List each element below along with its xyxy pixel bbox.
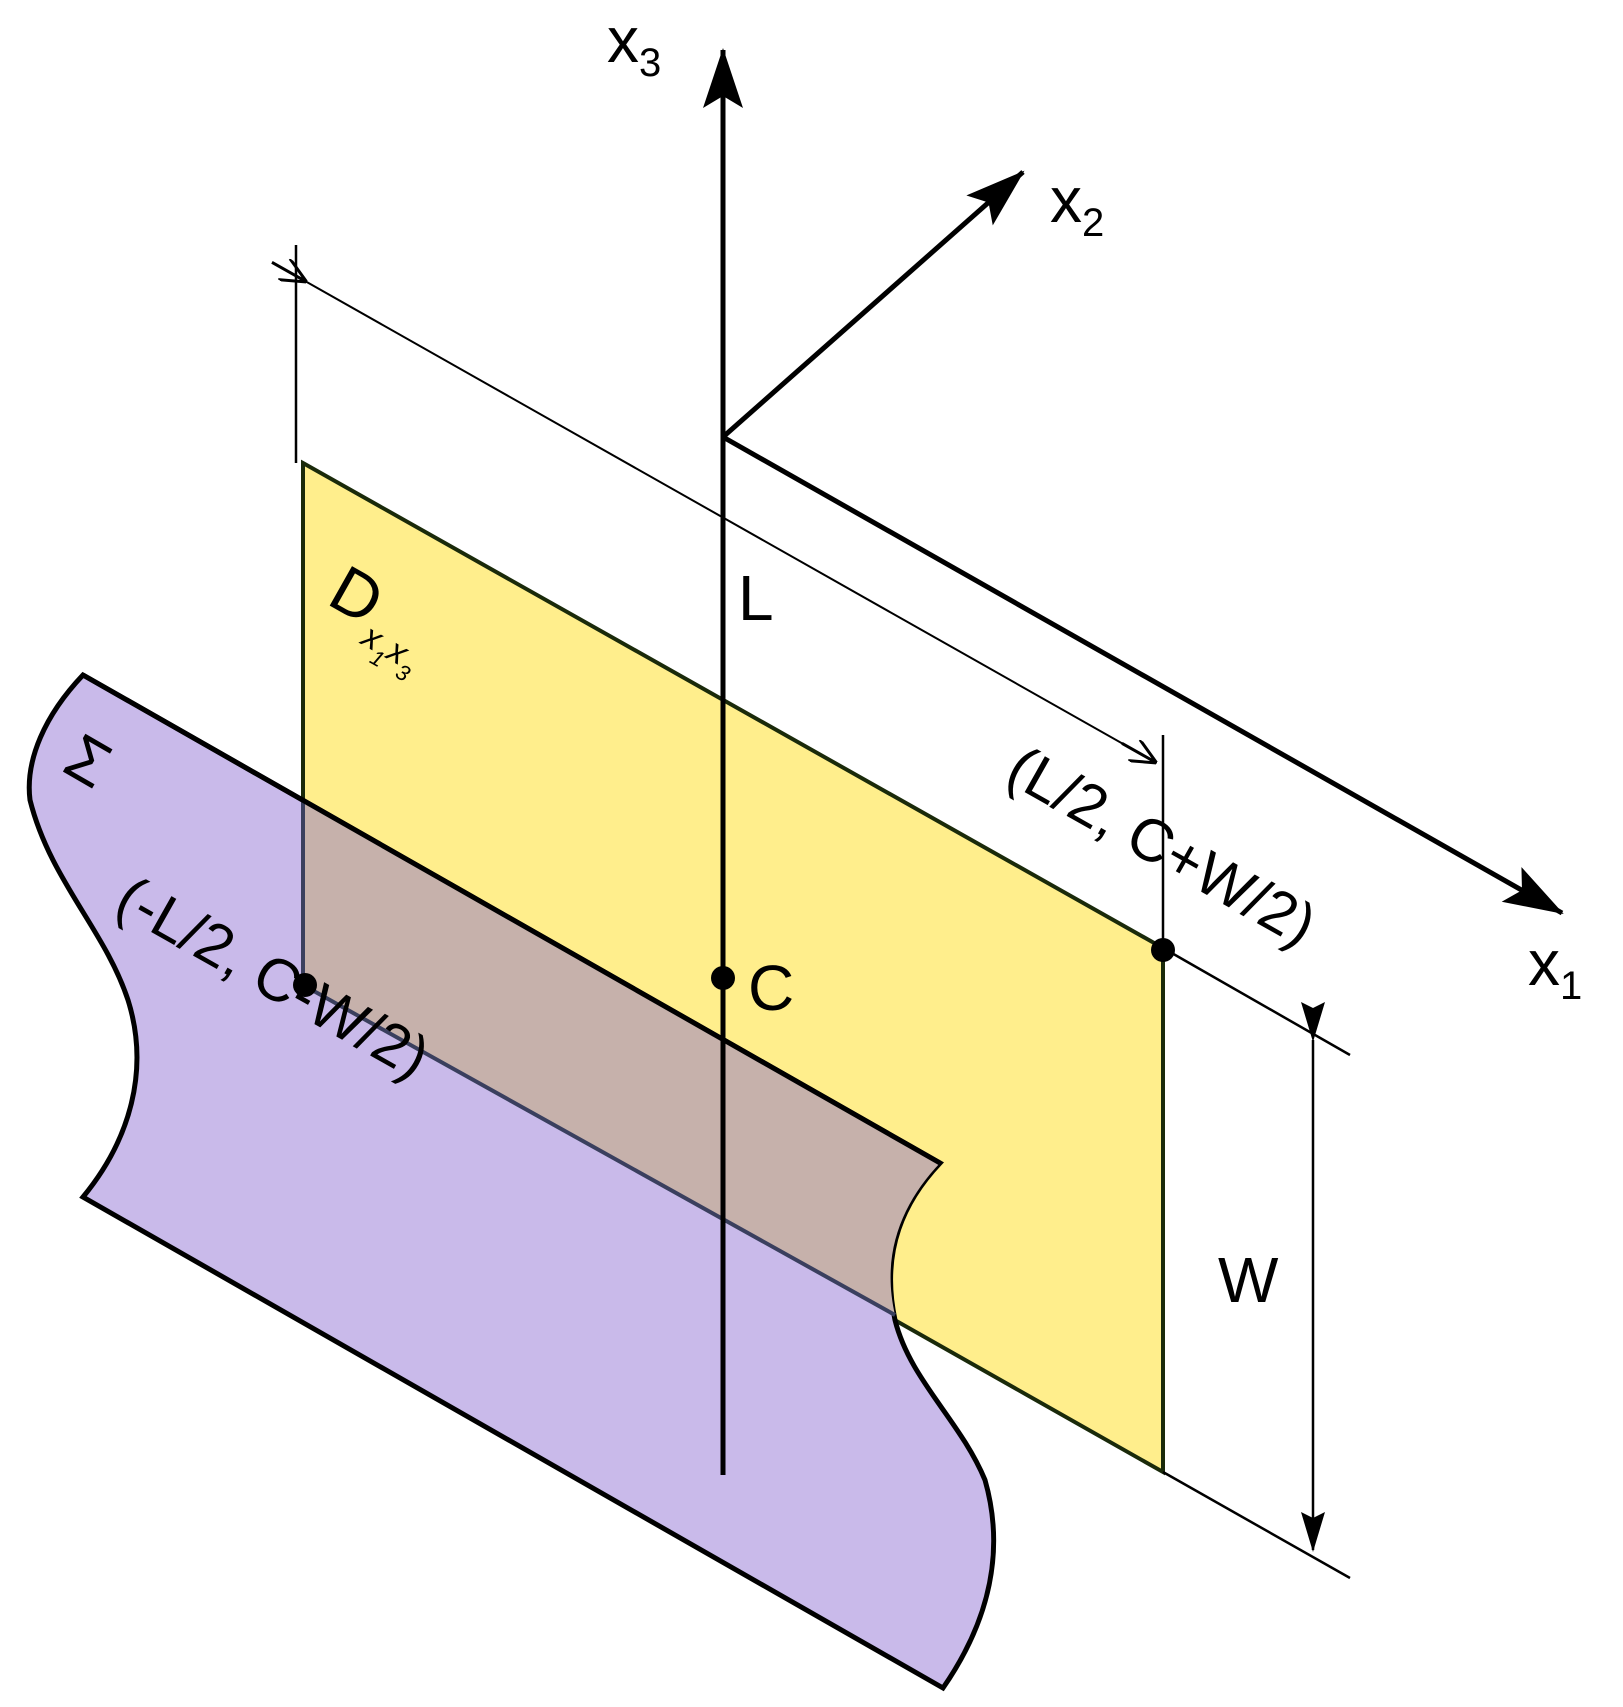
l-label: L — [738, 562, 774, 634]
x2-axis — [721, 170, 1025, 439]
x1-label: x1 — [1528, 927, 1582, 1008]
point-right-corner — [1151, 938, 1175, 962]
x3-label: x3 — [607, 4, 661, 85]
dim-l-line — [305, 281, 1155, 762]
domain-edge-hidden — [302, 983, 896, 1317]
point-left-corner — [293, 973, 317, 997]
w-label: W — [1218, 1244, 1279, 1316]
sigma-top-edge — [81, 672, 942, 1166]
x2-label: x2 — [1050, 164, 1104, 245]
dim-w-ext-top — [1162, 946, 1351, 1057]
dim-w-ext-bottom — [1162, 1470, 1351, 1580]
overlap-region — [303, 800, 940, 1315]
sigma-surface — [26, 671, 997, 1692]
c-label: C — [748, 952, 794, 1024]
point-c — [711, 966, 735, 990]
